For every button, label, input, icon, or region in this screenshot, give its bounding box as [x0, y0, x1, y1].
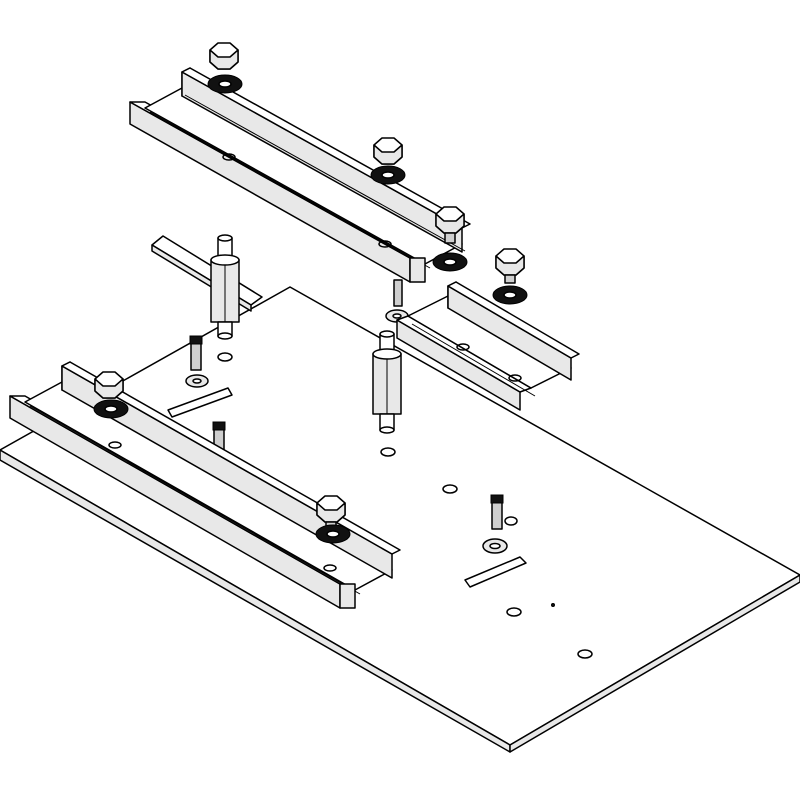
standoff	[372, 330, 402, 434]
plate-cutout	[167, 387, 233, 418]
plate-hole	[442, 484, 458, 494]
hex-bolt	[492, 248, 528, 305]
rail-slot	[222, 153, 236, 161]
hex-bolt	[93, 371, 129, 419]
hex-bolt	[432, 206, 468, 272]
plate-hole	[217, 352, 233, 362]
small-bolt	[385, 279, 409, 323]
small-bolt	[185, 335, 209, 388]
standoff	[210, 234, 240, 340]
rail-slot	[323, 564, 337, 572]
hex-bolt	[207, 42, 243, 94]
hex-bolt	[315, 495, 351, 544]
mounting-plate	[0, 286, 800, 753]
plate-slot	[464, 556, 527, 588]
plate-hole	[577, 649, 593, 659]
rail-slot	[456, 343, 470, 351]
small-bolt	[482, 494, 518, 554]
spacer-bar	[151, 235, 263, 312]
din-rail	[396, 281, 580, 411]
din-rail	[9, 361, 401, 609]
plate-hole	[380, 447, 396, 457]
plate-pin-hole	[551, 603, 555, 607]
hex-bolt	[370, 137, 406, 185]
plate-hole	[506, 607, 522, 617]
rail-slot	[378, 240, 392, 248]
rail-slot	[508, 374, 522, 382]
din-rail	[129, 67, 471, 283]
rail-slot	[108, 441, 122, 449]
